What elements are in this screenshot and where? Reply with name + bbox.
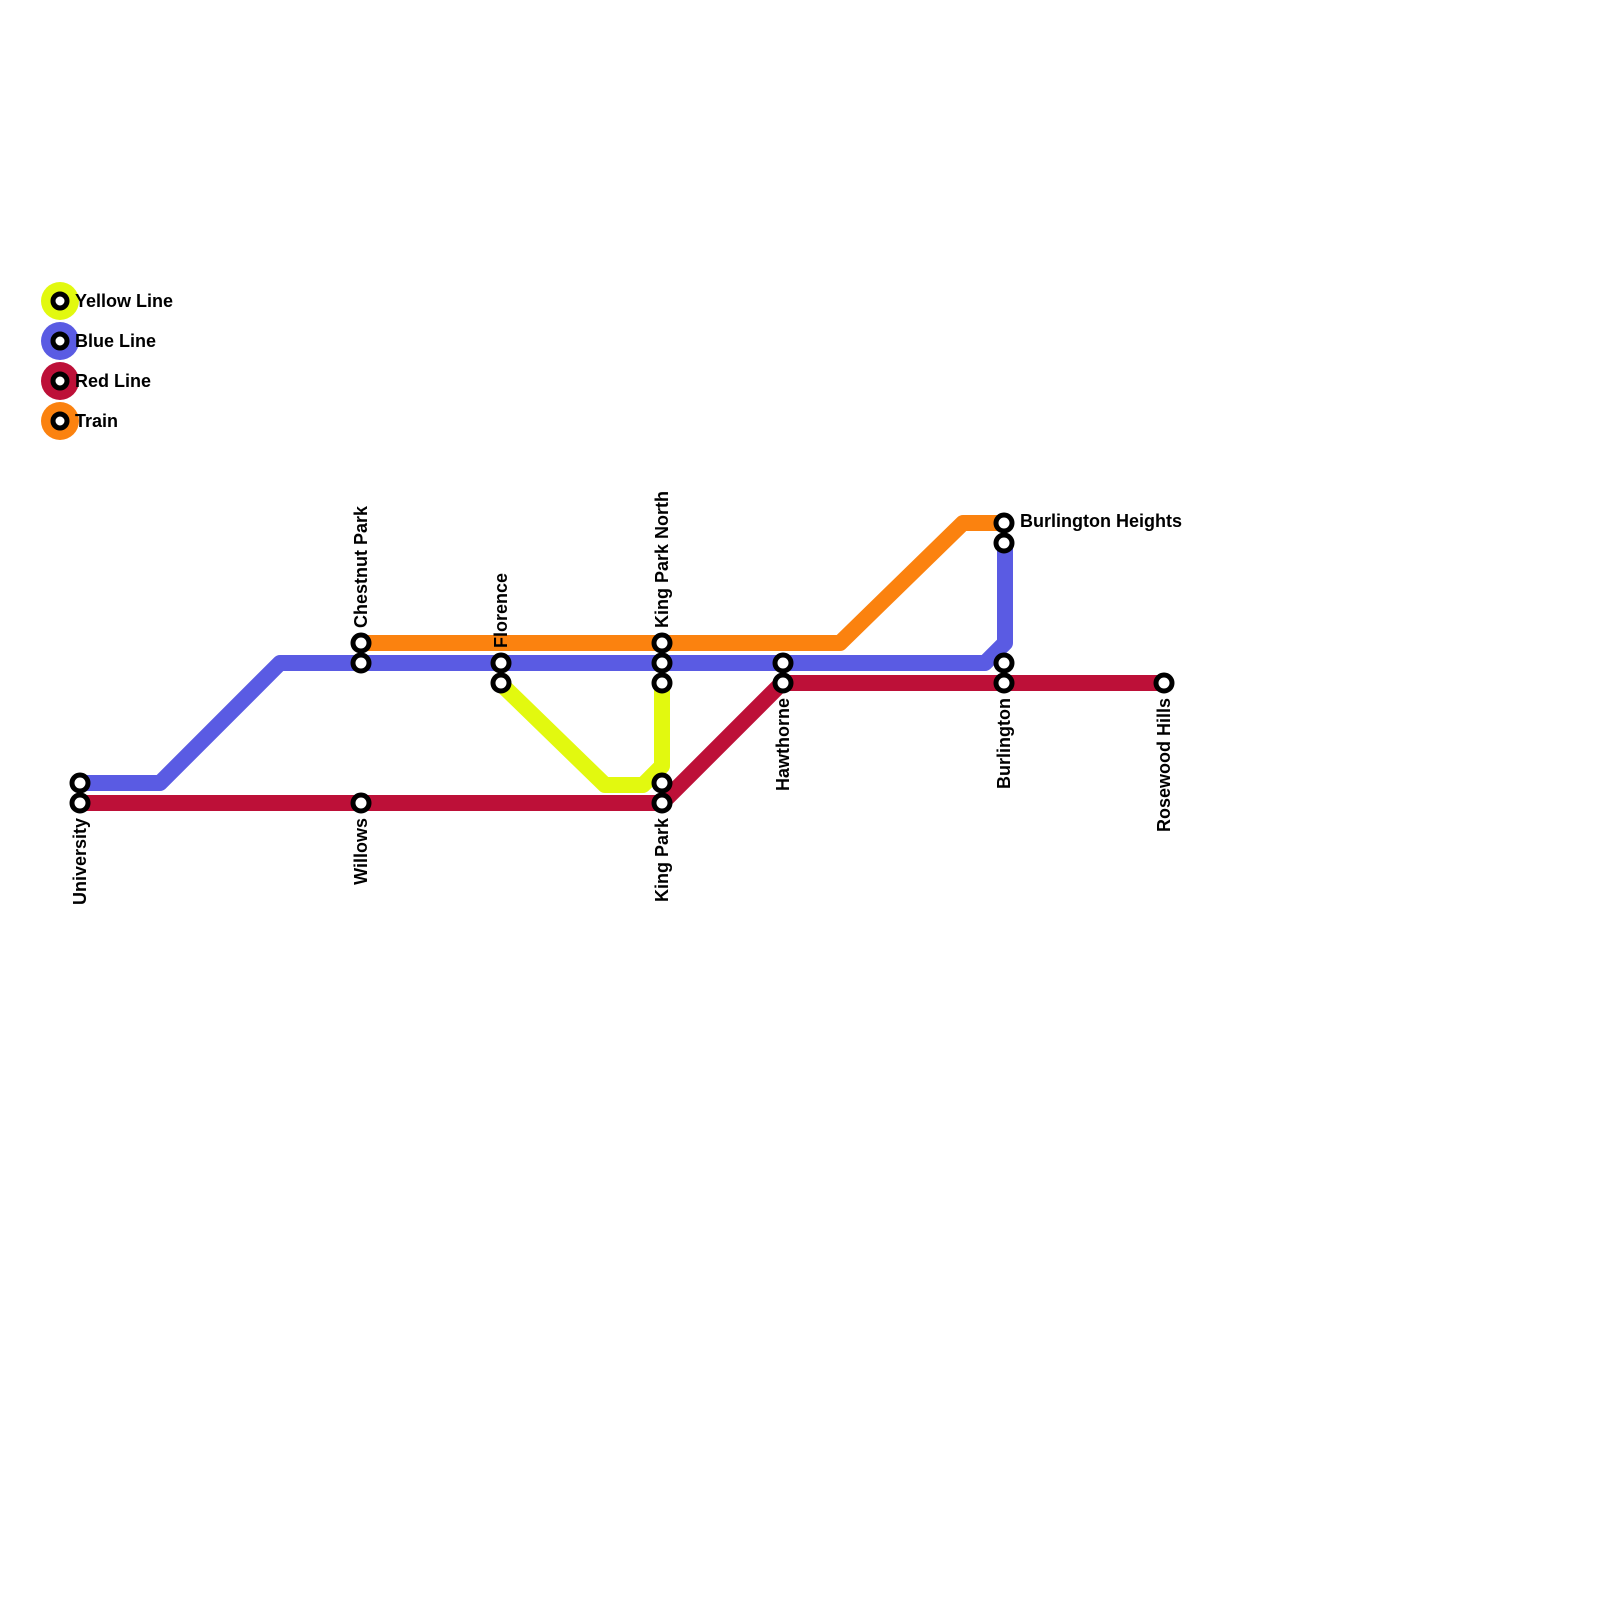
station-marker-icon[interactable] [651,672,673,694]
train-route[interactable] [360,515,1005,651]
legend-label: Blue Line [75,331,156,351]
station-marker-icon[interactable] [993,672,1015,694]
station-marker-icon [50,291,70,311]
station-marker-icon [50,331,70,351]
station-marker-icon[interactable] [350,652,372,674]
station-marker-icon [50,371,70,391]
station-label: King Park [652,817,672,902]
station-marker-icon[interactable] [350,792,372,814]
station-rosewood-hills[interactable]: Rosewood Hills [1153,672,1175,832]
stations: University Chestnut Park Willows Florenc… [69,491,1182,905]
station-marker-icon [50,411,70,431]
station-chestnut-park[interactable]: Chestnut Park [350,505,372,674]
station-marker-icon[interactable] [651,652,673,674]
station-marker-icon[interactable] [490,672,512,694]
station-burlington[interactable]: Burlington [993,652,1015,789]
station-marker-icon[interactable] [350,632,372,654]
station-willows[interactable]: Willows [350,792,372,885]
station-label: Rosewood Hills [1154,698,1174,832]
legend-label: Train [75,411,118,431]
station-marker-icon[interactable] [69,792,91,814]
station-burlington-heights[interactable]: Burlington Heights [993,511,1182,554]
station-hawthorne[interactable]: Hawthorne [772,652,794,791]
station-label: King Park North [652,491,672,628]
station-label: Hawthorne [773,698,793,791]
legend: Yellow Line Blue Line Red Line Train [41,282,173,440]
yellow-line-route[interactable] [494,677,670,793]
station-king-park[interactable]: King Park [651,772,673,902]
station-label: Burlington [994,698,1014,789]
station-marker-icon[interactable] [651,632,673,654]
station-marker-icon[interactable] [993,652,1015,674]
station-florence[interactable]: Florence [490,573,512,694]
legend-item-blue-line[interactable]: Blue Line [41,322,156,360]
legend-item-train[interactable]: Train [41,402,118,440]
station-label: Florence [491,573,511,648]
station-label: Chestnut Park [351,505,371,628]
legend-label: Red Line [75,371,151,391]
legend-label: Yellow Line [75,291,173,311]
station-university[interactable]: University [69,772,91,905]
legend-item-yellow-line[interactable]: Yellow Line [41,282,173,320]
legend-item-red-line[interactable]: Red Line [41,362,151,400]
station-marker-icon[interactable] [772,652,794,674]
station-marker-icon[interactable] [490,652,512,674]
station-marker-icon[interactable] [993,532,1015,554]
station-marker-icon[interactable] [772,672,794,694]
station-king-park-north[interactable]: King Park North [651,491,673,694]
station-label: University [70,818,90,905]
station-marker-icon[interactable] [651,772,673,794]
station-label: Burlington Heights [1020,511,1182,531]
station-marker-icon[interactable] [69,772,91,794]
station-marker-icon[interactable] [993,512,1015,534]
station-marker-icon[interactable] [651,792,673,814]
blue-line-route[interactable] [80,543,1013,791]
station-label: Willows [351,818,371,885]
station-marker-icon[interactable] [1153,672,1175,694]
